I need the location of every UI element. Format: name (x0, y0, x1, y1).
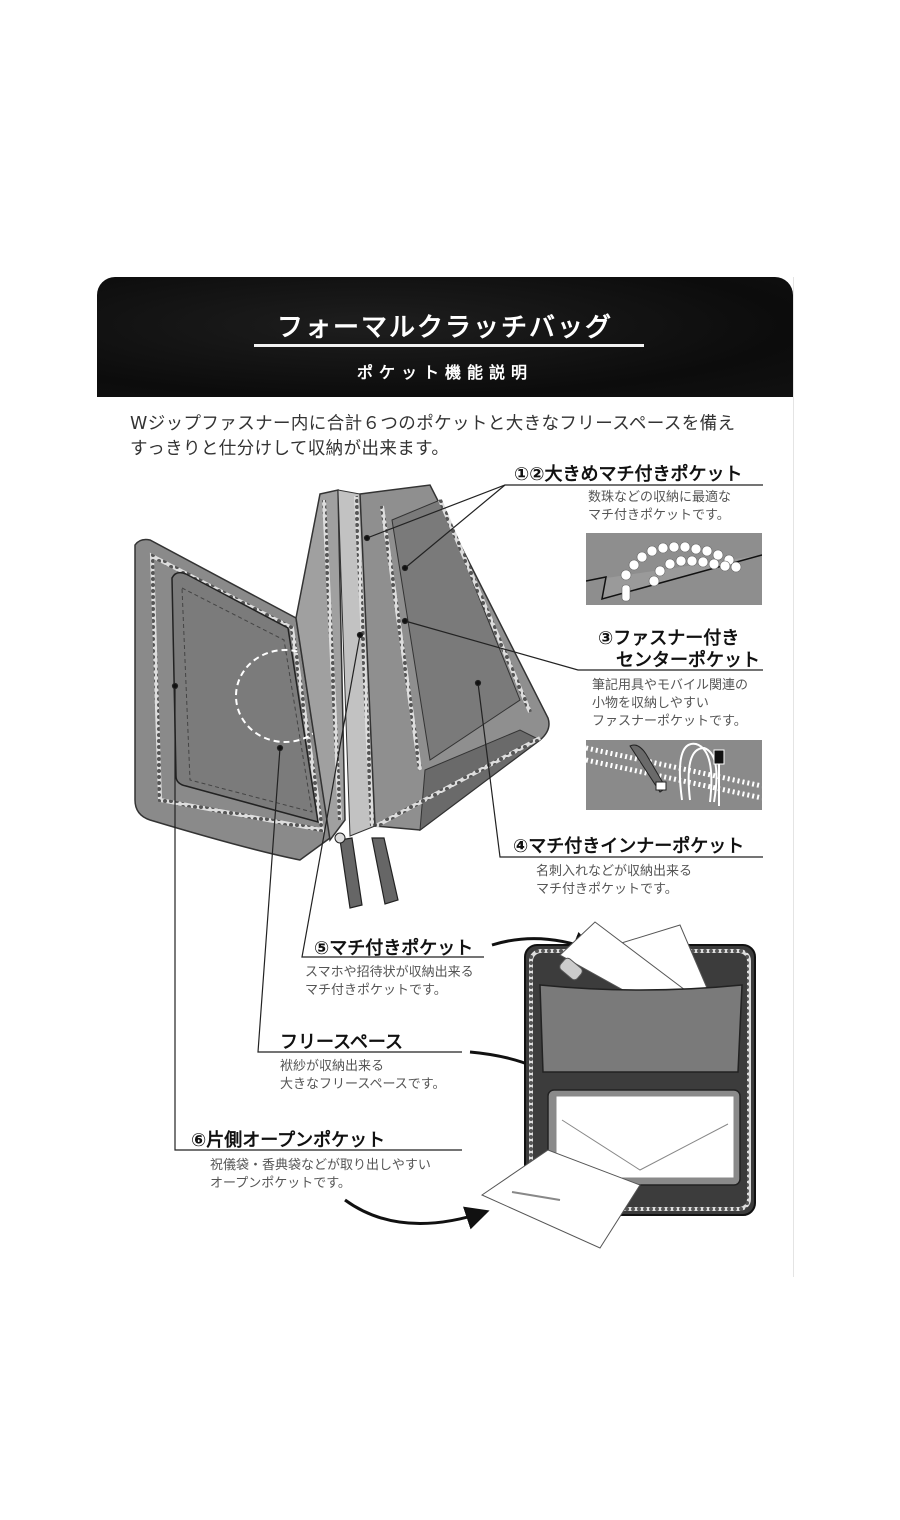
thumbnail-prayer-beads (586, 533, 762, 605)
zipper-pulls (334, 832, 399, 909)
callout-title-4: ④マチ付きインナーポケット (513, 836, 745, 857)
desc-line: オープンポケットです。 (210, 1176, 351, 1191)
leader-lines (171, 484, 763, 1151)
callout-title-1-2: ①②大きめマチ付きポケット (514, 464, 743, 485)
desc-line: 大きなフリースペースです。 (280, 1077, 446, 1092)
desc-line: スマホや招待状が収納出来る (305, 965, 474, 980)
callout-desc-1-2: 数珠などの収納に最適な マチ付きポケットです。 (588, 489, 731, 525)
open-bag-illustration (480, 921, 756, 1249)
instruction-card (97, 277, 794, 1277)
desc-line: 小物を収納しやすい (592, 696, 709, 711)
header-banner: フォーマルクラッチバッグ ポケット機能説明 (97, 277, 793, 397)
callout-desc-5: スマホや招待状が収納出来る マチ付きポケットです。 (305, 964, 474, 1000)
page-subtitle: ポケット機能説明 (356, 363, 533, 382)
desc-line: マチ付きポケットです。 (536, 882, 678, 897)
desc-line: マチ付きポケットです。 (588, 508, 730, 523)
bag-left-panel (134, 538, 335, 861)
page-title: フォーマルクラッチバッグ (276, 313, 613, 343)
desc-line: 袱紗が収納出来る (280, 1059, 385, 1074)
intro-line-1: Wジップファスナー内に合計６つのポケットと大きなフリースペースを備え (130, 414, 736, 434)
callout-desc-3: 筆記用具やモバイル関連の 小物を収納しやすい ファスナーポケットです。 (592, 677, 748, 731)
bag-center-panel (295, 489, 376, 842)
intro-text: Wジップファスナー内に合計６つのポケットと大きなフリースペースを備え すっきりと… (130, 412, 780, 462)
title-underline (254, 344, 644, 347)
desc-line: ファスナーポケットです。 (592, 714, 747, 729)
intro-line-2: すっきりと仕分けして収納が出来ます。 (130, 439, 450, 459)
callout-title-6: ⑥片側オープンポケット (191, 1130, 386, 1151)
callout-title-3-line1: ③ファスナー付き (598, 628, 740, 649)
callout-title-free-space: フリースペース (280, 1032, 403, 1053)
callout-desc-4: 名刺入れなどが収納出来る マチ付きポケットです。 (536, 863, 692, 899)
desc-line: 数珠などの収納に最適な (588, 490, 732, 505)
pen-and-cable-icon (586, 740, 762, 810)
desc-line: 名刺入れなどが収納出来る (536, 864, 693, 879)
bag-right-panel (359, 484, 550, 832)
desc-line: 祝儀袋・香典袋などが取り出しやすい (210, 1158, 431, 1173)
callout-title-5: ⑤マチ付きポケット (314, 938, 474, 959)
desc-line: マチ付きポケットです。 (305, 983, 447, 998)
callout-desc-6: 祝儀袋・香典袋などが取り出しやすい オープンポケットです。 (210, 1157, 431, 1193)
callout-desc-free-space: 袱紗が収納出来る 大きなフリースペースです。 (280, 1058, 446, 1094)
thumbnail-zip-pocket (586, 740, 762, 810)
desc-line: 筆記用具やモバイル関連の (592, 678, 749, 693)
prayer-beads-icon (586, 533, 762, 605)
callout-title-3-line2: センターポケット (616, 650, 760, 671)
